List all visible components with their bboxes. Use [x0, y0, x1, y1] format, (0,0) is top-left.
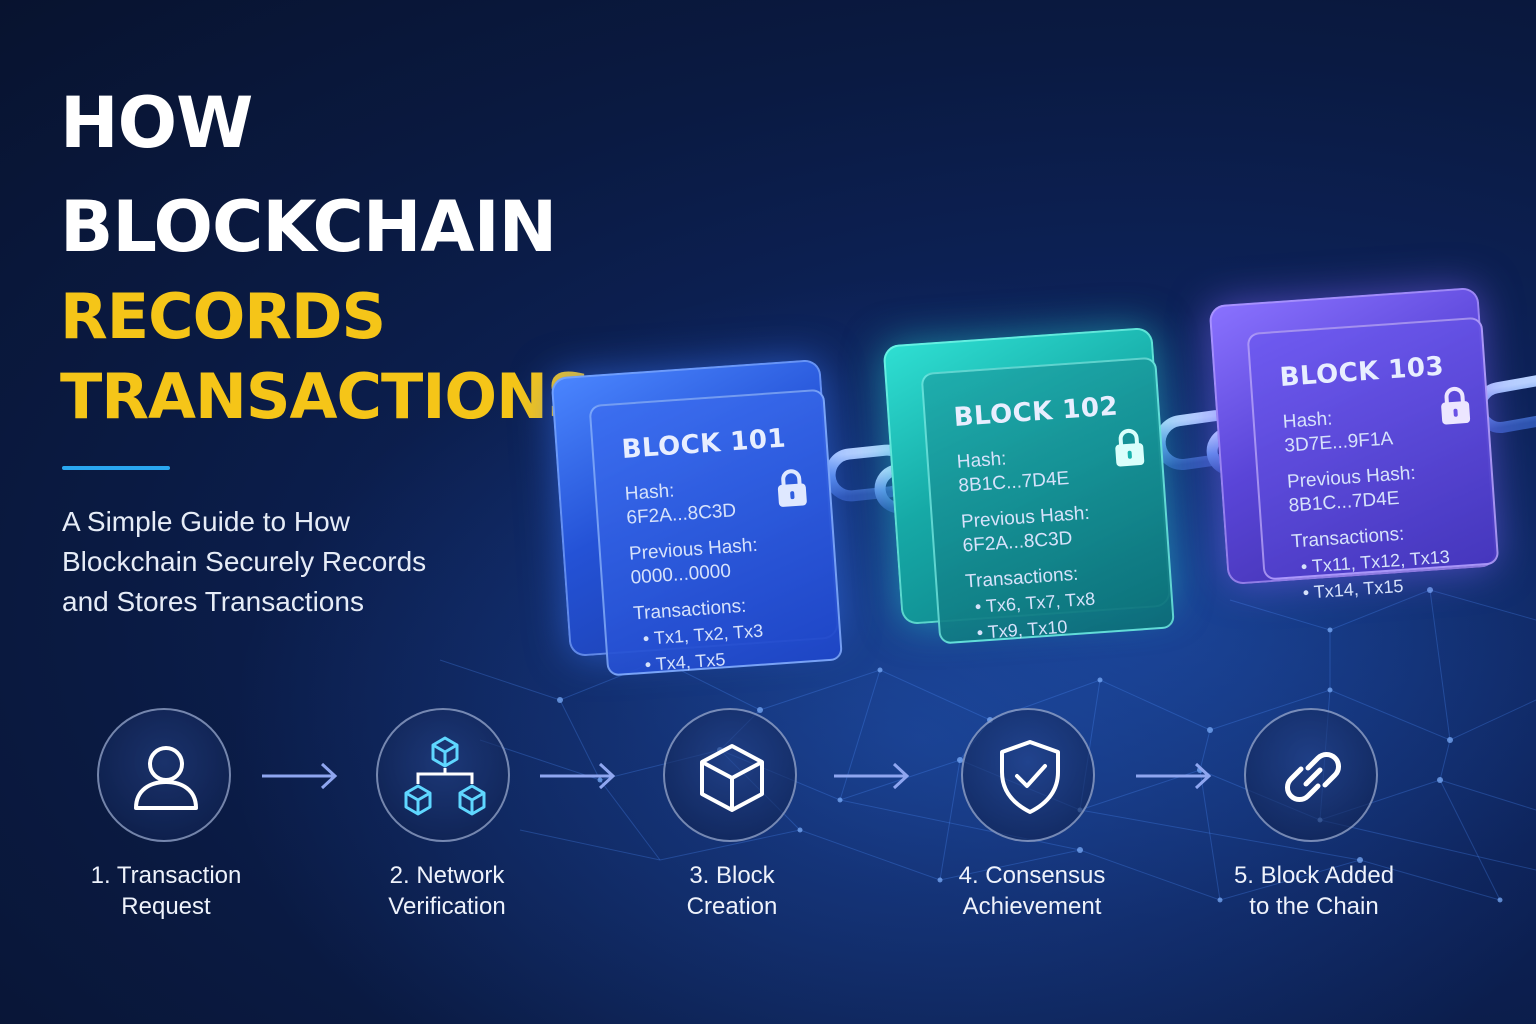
block-101: BLOCK 101 Hash: 6F2A...8C3D Previous Has…: [550, 358, 843, 677]
block-name: BLOCK 103: [1278, 351, 1446, 393]
step-2-label: 2. Network Verification: [388, 862, 506, 920]
block-103: BLOCK 103 Hash: 3D7E...9F1A Previous Has…: [1208, 286, 1500, 603]
title-line-how: HOW: [60, 82, 253, 164]
arrow-right-icon: [1136, 762, 1212, 790]
block-name: BLOCK 101: [620, 423, 788, 465]
step-1-circle: [97, 708, 231, 842]
step-2-circle: [376, 708, 510, 842]
lock-icon: [777, 469, 807, 507]
chain-link-icon: [1285, 752, 1341, 802]
arrow-right-icon: [540, 762, 616, 790]
title-accent-bar: [62, 466, 170, 470]
step-3-label: 3. Block Creation: [686, 862, 778, 920]
block-103-face: BLOCK 103 Hash: 3D7E...9F1A Previous Has…: [1246, 316, 1500, 603]
step-5-circle: [1244, 708, 1378, 842]
title-line-blockchain: BLOCKCHAIN: [60, 186, 557, 268]
lock-icon: [1441, 386, 1471, 425]
lock-icon: [1115, 428, 1145, 467]
title-line-transactions: TRANSACTIONS: [60, 360, 592, 433]
block-102: BLOCK 102 Hash: 8B1C...7D4E Previous Has…: [882, 326, 1175, 645]
block-name: BLOCK 102: [952, 391, 1120, 433]
step-1-label: 1. Transaction Request: [90, 862, 242, 920]
title-line-records: RECORDS: [60, 280, 386, 353]
step-3-circle: [663, 708, 797, 842]
step-4-circle: [961, 708, 1095, 842]
arrow-right-icon: [834, 762, 910, 790]
step-5-label: 5. Block Added to the Chain: [1233, 862, 1395, 920]
cube-icon: [700, 744, 764, 812]
user-icon: [134, 746, 198, 810]
step-4-label: 4. Consensus Achievement: [958, 862, 1106, 920]
shield-check-icon: [1000, 740, 1060, 814]
subtitle: A Simple Guide to How Blockchain Securel…: [62, 506, 427, 617]
network-cubes-icon: [404, 736, 486, 816]
block-101-face: BLOCK 101 Hash: 6F2A...8C3D Previous Has…: [588, 388, 843, 677]
block-102-face: BLOCK 102 Hash: 8B1C...7D4E Previous Has…: [920, 356, 1175, 645]
arrow-right-icon: [262, 762, 338, 790]
